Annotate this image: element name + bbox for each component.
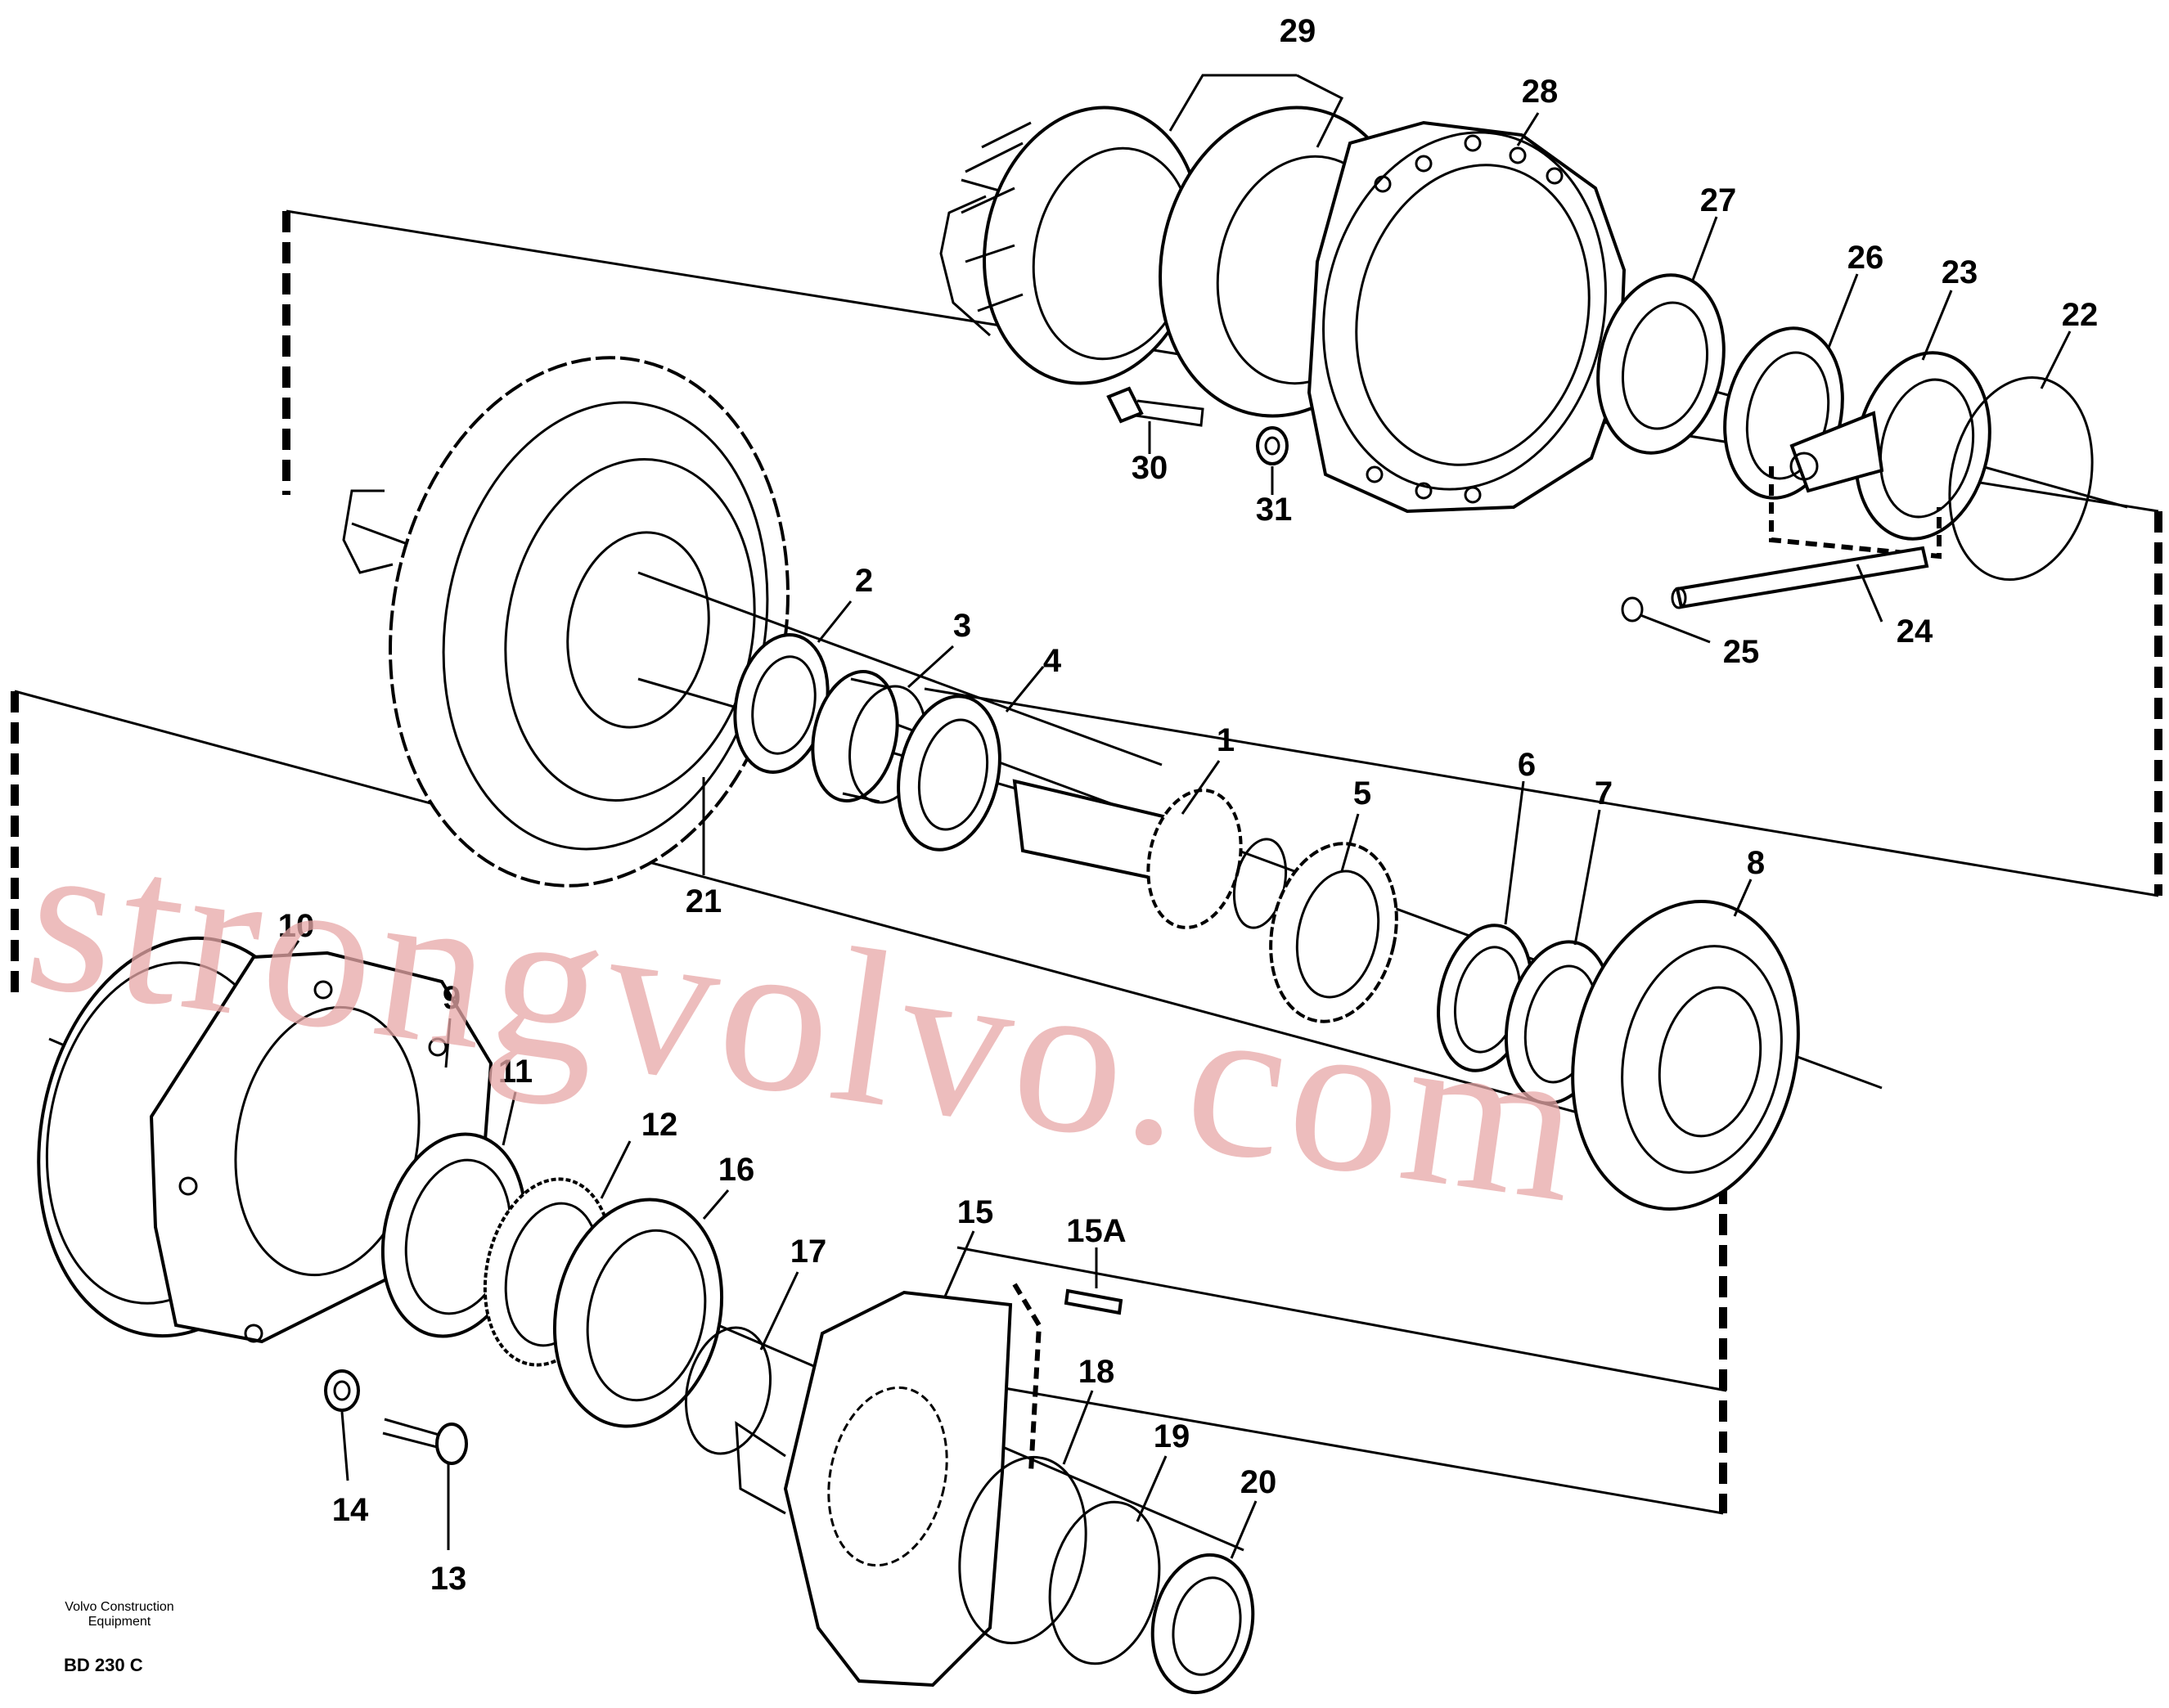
callout-21: 21 [685, 883, 722, 919]
leader-18 [1062, 1390, 1094, 1465]
part-4-washer [897, 694, 1001, 852]
part-13-bolt [382, 1418, 468, 1465]
callout-4: 4 [1042, 643, 1062, 679]
leader-16 [702, 1189, 730, 1220]
leader-8 [1733, 879, 1753, 917]
guide-line [924, 687, 2159, 897]
leader-22 [2040, 330, 2072, 389]
leader-24 [1856, 564, 1883, 623]
callout-15a: 15A [1066, 1213, 1127, 1249]
leader-29 [1168, 74, 1344, 148]
leader-12 [600, 1140, 632, 1199]
callout-17: 17 [790, 1234, 827, 1270]
part-14-washer [324, 1369, 360, 1412]
part-3-needle-bearing [811, 670, 927, 804]
company-line-2: Equipment [88, 1614, 151, 1629]
callout-19: 19 [1153, 1418, 1190, 1454]
callout-26: 26 [1847, 240, 1884, 276]
leader-11 [502, 1091, 517, 1146]
leader-7 [1573, 809, 1601, 946]
part-19-ring [1048, 1500, 1161, 1665]
callout-2: 2 [854, 563, 874, 599]
part-1-shaft [1012, 779, 1287, 929]
leader-9 [444, 1018, 452, 1068]
yoke-reference-bracket [1012, 1283, 1042, 1473]
part-28-bearing-housing [1307, 120, 1627, 514]
leader-19 [1136, 1455, 1168, 1522]
part-17-o-ring [684, 1326, 772, 1455]
leader-25 [1640, 614, 1711, 644]
leader-3 [907, 645, 955, 689]
callout-31: 31 [1255, 492, 1293, 528]
callout-20: 20 [1240, 1464, 1277, 1500]
callout-25: 25 [1722, 634, 1760, 670]
part-30-bolt [1106, 386, 1204, 427]
leader-15 [943, 1230, 975, 1297]
leader-28 [1516, 112, 1540, 146]
callout-28: 28 [1521, 74, 1559, 110]
leader-20 [1230, 1500, 1258, 1559]
part-21-gear [342, 356, 790, 888]
callout-3: 3 [952, 608, 972, 644]
part-8-ball-bearing [1571, 900, 1800, 1211]
leader-5 [1340, 813, 1360, 872]
company-line-1: Volvo Construction [65, 1600, 174, 1614]
leader-2 [817, 600, 853, 643]
guide-line [14, 690, 1724, 1153]
callout-10: 10 [277, 908, 315, 944]
leader-17 [759, 1271, 799, 1351]
callout-9: 9 [442, 980, 461, 1016]
drawing-code: BD 230 C [64, 1655, 143, 1675]
part-23-shift-sleeve [1789, 351, 1991, 541]
callout-29: 29 [1279, 13, 1316, 49]
leader-23 [1921, 290, 1953, 361]
callout-1: 1 [1216, 722, 1235, 758]
callout-14: 14 [331, 1492, 369, 1528]
part-16-seal [552, 1198, 724, 1428]
callout-22: 22 [2061, 297, 2099, 333]
callout-7: 7 [1594, 775, 1613, 811]
leader-27 [1690, 216, 1718, 283]
pin-reference-bracket [1769, 466, 1942, 560]
guide-line [956, 1246, 1727, 1392]
leader-14 [340, 1411, 349, 1481]
part-27-thrust-bearing [1596, 273, 1726, 455]
leader-26 [1827, 273, 1859, 348]
guide-line [924, 1373, 1724, 1515]
callout-27: 27 [1699, 182, 1737, 218]
callout-24: 24 [1896, 614, 1933, 649]
part-18-snap-ring [958, 1455, 1087, 1645]
callout-11: 11 [497, 1054, 533, 1090]
company-name: Volvo Construction Equipment [54, 1600, 185, 1629]
part-15a-pin [1064, 1288, 1123, 1315]
part-20-nut [1150, 1553, 1255, 1695]
leader-4 [1005, 666, 1045, 712]
part-25-clip [1621, 596, 1644, 623]
callout-8: 8 [1746, 845, 1766, 881]
leader-1 [1181, 760, 1221, 815]
callout-30: 30 [1131, 450, 1168, 486]
callout-5: 5 [1352, 775, 1372, 811]
callout-15: 15 [956, 1194, 994, 1230]
callout-6: 6 [1517, 747, 1537, 783]
part-5-thrust-bearing [1269, 842, 1398, 1023]
part-22-circlip [1948, 375, 2094, 582]
leader-6 [1504, 780, 1525, 925]
callout-12: 12 [641, 1107, 678, 1143]
part-31-washer [1256, 426, 1289, 465]
callout-18: 18 [1078, 1354, 1115, 1390]
part-15-yoke-flange [735, 1290, 1013, 1688]
callout-16: 16 [718, 1152, 755, 1188]
callout-13: 13 [430, 1561, 467, 1597]
part-24-pin [1671, 546, 1929, 609]
callout-23: 23 [1941, 254, 1978, 290]
